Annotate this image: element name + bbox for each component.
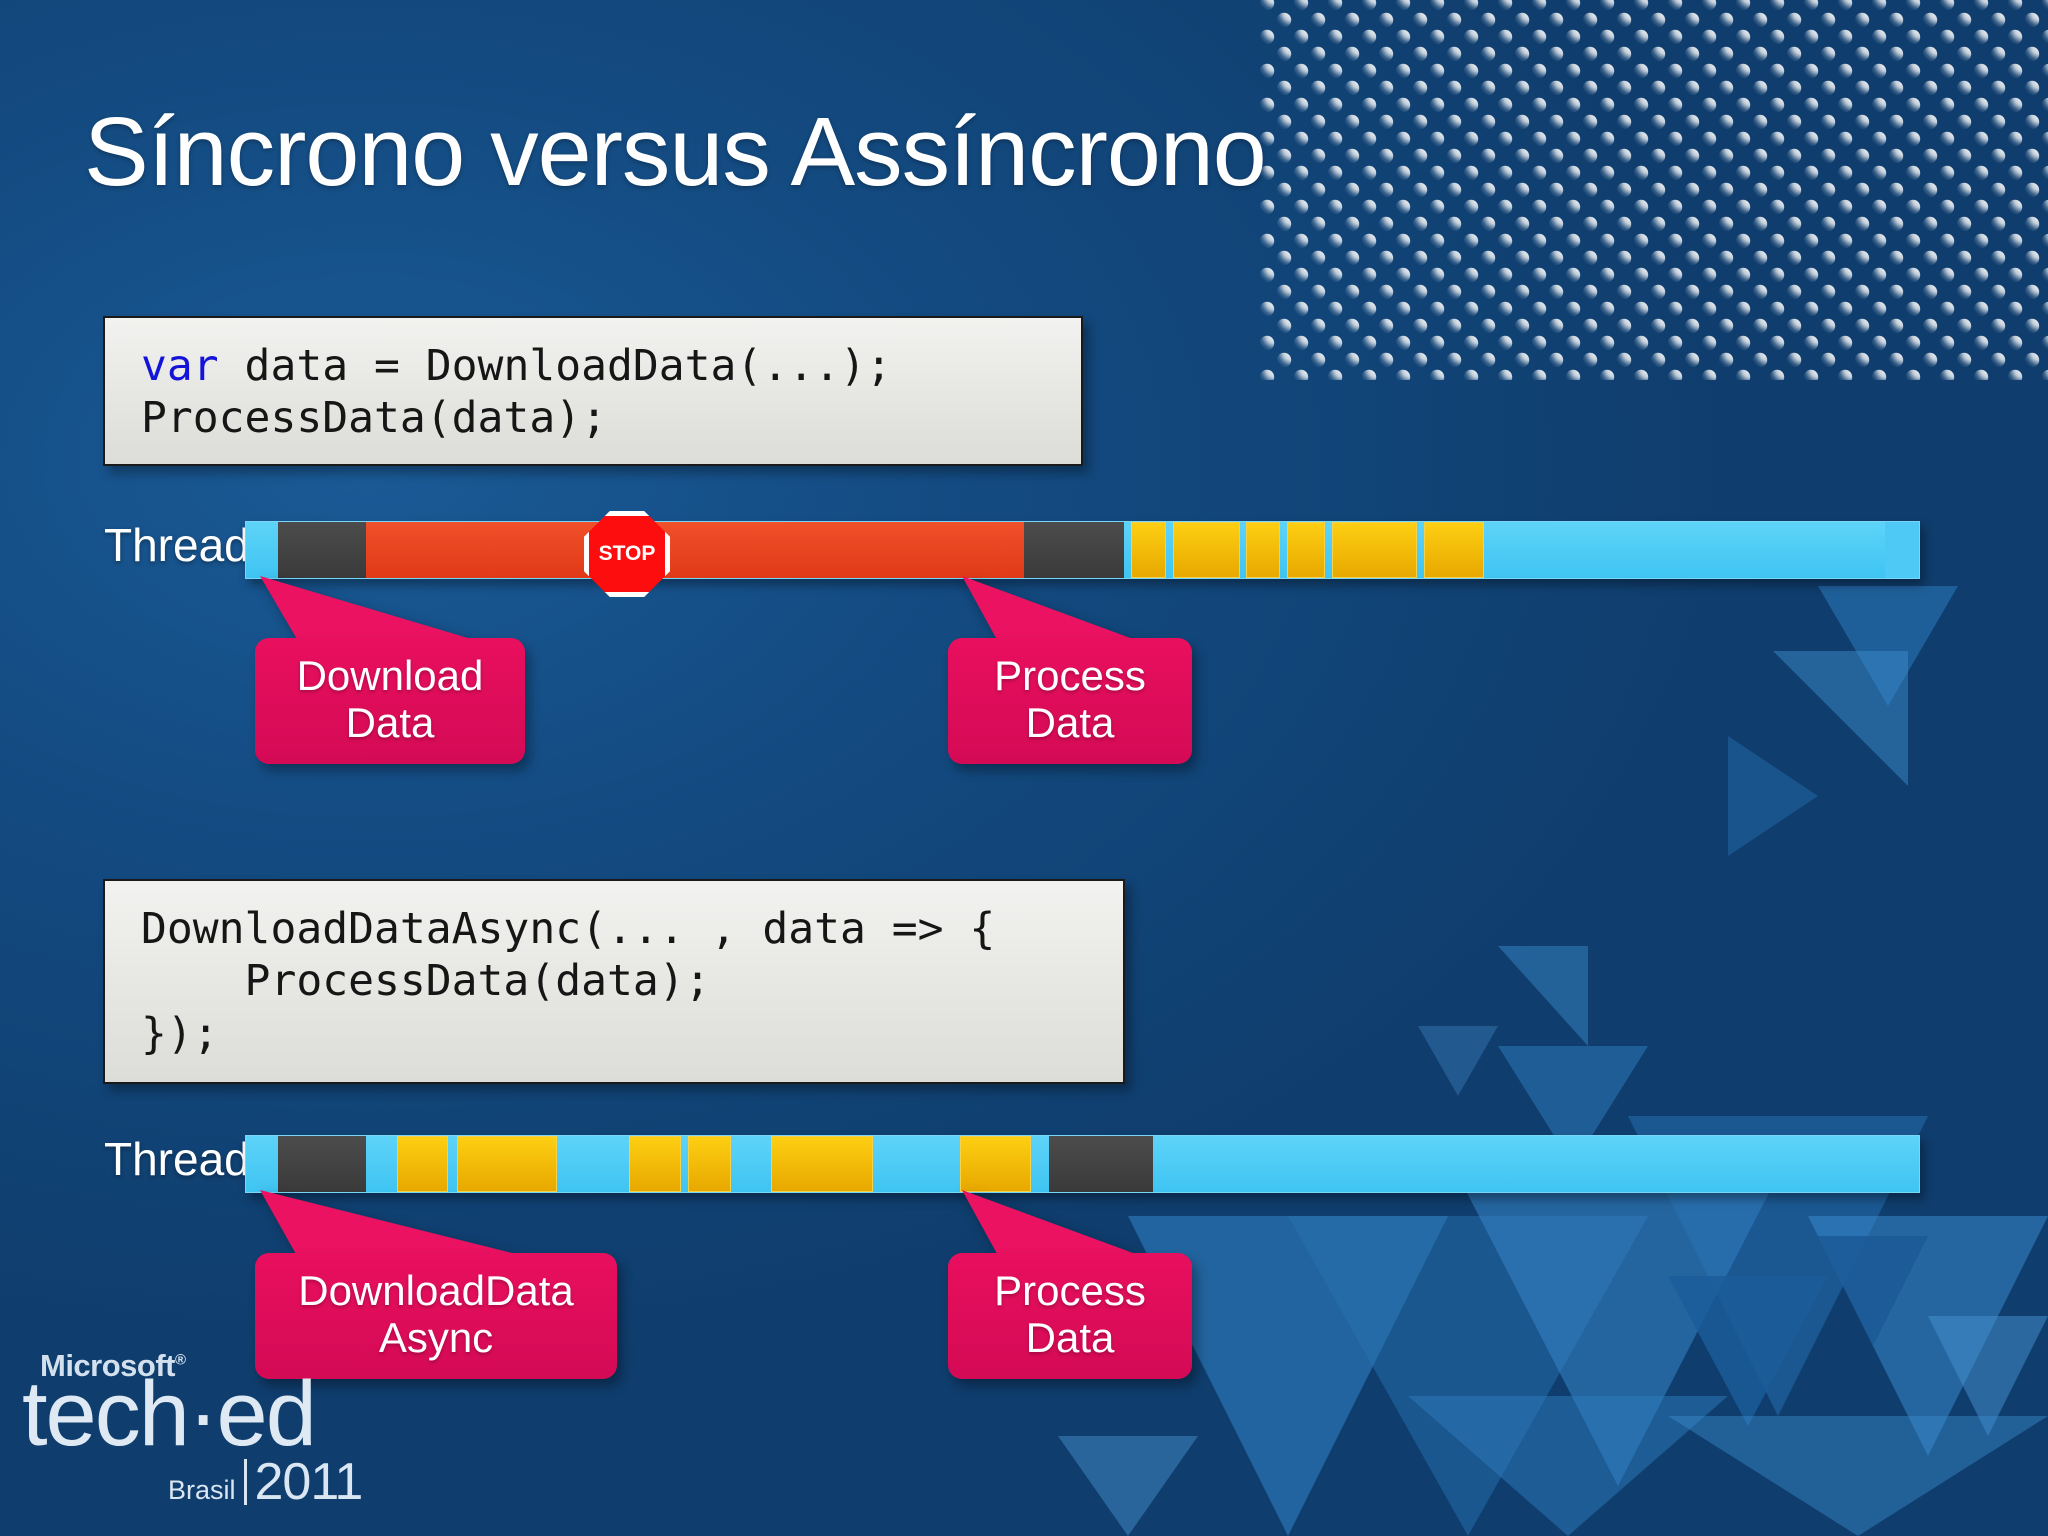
timeline-segment-yellow [687, 1136, 732, 1192]
timeline-segment-cyan [1417, 522, 1424, 578]
timeline-segment-cyan [873, 1136, 961, 1192]
logo-subtitle: Brasil 2011 [168, 1452, 398, 1512]
timeline-segment-gray [277, 522, 367, 578]
teched-logo: Microsoft® tech·ed Brasil 2011 [18, 1348, 398, 1512]
logo-microsoft-word: Microsoft [40, 1348, 176, 1383]
thread-label-async: Thread [104, 1133, 250, 1185]
timeline-segment-yellow [1130, 522, 1167, 578]
timeline-segment-yellow [1172, 522, 1240, 578]
timeline-synchronous [245, 521, 1920, 579]
code-line-sync-2: ProcessData(data); [141, 393, 607, 444]
timeline-segment-cyan [1166, 522, 1173, 578]
page-title: Síncrono versus Assíncrono [84, 97, 1267, 206]
timeline-segment-cyan [1325, 522, 1332, 578]
callout-download-data-line2: Data [345, 699, 435, 747]
timeline-segment-cyan [366, 1136, 397, 1192]
callout-process-data-async-line2: Data [1025, 1314, 1115, 1362]
code-line-async-1: DownloadDataAsync(... , data => { [141, 904, 996, 954]
timeline-segment-red [366, 522, 1024, 578]
callout-process-data-async-line1: Process [994, 1267, 1146, 1314]
timeline-segment-yellow [1286, 522, 1325, 578]
timeline-segment-cyan [1124, 522, 1131, 578]
thread-label-sync: Thread [104, 519, 250, 571]
timeline-segment-gray [1023, 522, 1125, 578]
code-line-async-2: ProcessData(data); [141, 956, 711, 1007]
timeline-segment-gray [1048, 1136, 1153, 1192]
code-block-synchronous: var data = DownloadData(...); ProcessDat… [103, 316, 1083, 466]
timeline-segment-yellow [629, 1136, 681, 1192]
timeline-segment-cyan [246, 522, 278, 578]
stop-sign-icon: STOP [584, 511, 670, 597]
callout-downloaddata-async-line2: Async [378, 1314, 494, 1362]
timeline-segment-yellow [771, 1136, 874, 1192]
callout-process-data-sync: Process Data [948, 638, 1192, 765]
timeline-segment-yellow [1423, 522, 1484, 578]
timeline-segment-yellow [1246, 522, 1280, 578]
callout-process-data-sync-line2: Data [1025, 699, 1115, 747]
keyword-var: var [141, 341, 219, 391]
logo-year-text: 2011 [254, 1453, 364, 1511]
logo-registered-mark: ® [175, 1351, 186, 1369]
callout-downloaddata-async: DownloadData Async [255, 1253, 617, 1380]
timeline-segment-cyan [246, 1136, 278, 1192]
timeline-segment-gray [277, 1136, 367, 1192]
timeline-segment-cyan [731, 1136, 772, 1192]
logo-brasil-text: Brasil [168, 1475, 236, 1505]
timeline-segment-cyan [1152, 1136, 1919, 1192]
timeline-segment-cyan [1483, 522, 1886, 578]
timeline-segment-cyan [448, 1136, 457, 1192]
timeline-asynchronous [245, 1135, 1920, 1193]
timeline-segment-yellow [1331, 522, 1417, 578]
code-block-asynchronous: DownloadDataAsync(... , data => { Proces… [103, 879, 1125, 1084]
callout-process-data-async: Process Data [948, 1253, 1192, 1380]
logo-divider [243, 1459, 247, 1505]
logo-microsoft-text: Microsoft® [40, 1348, 398, 1384]
callout-downloaddata-async-line1: DownloadData [298, 1267, 574, 1314]
timeline-segment-yellow [396, 1136, 449, 1192]
timeline-segment-cyan [1030, 1136, 1049, 1192]
callout-download-data-line1: Download [296, 652, 484, 699]
timeline-segment-cyan [1279, 522, 1287, 578]
callout-process-data-sync-line1: Process [994, 652, 1146, 699]
timeline-segment-cyan [680, 1136, 688, 1192]
timeline-segment-yellow [456, 1136, 558, 1192]
code-line-sync-1: var data = DownloadData(...); [141, 340, 1051, 392]
timeline-segment-yellow [960, 1136, 1031, 1192]
code-sync-line1-rest: data = DownloadData(...); [218, 341, 892, 391]
code-line-async-3: }); [141, 1008, 219, 1059]
timeline-segment-cyan [557, 1136, 630, 1192]
callout-download-data: Download Data [255, 638, 525, 765]
halftone-dots-decoration [1258, 0, 2048, 380]
logo-teched-wordmark: tech·ed [22, 1363, 317, 1465]
timeline-segment-cyan [1239, 522, 1247, 578]
stop-sign-label: STOP [598, 542, 656, 565]
